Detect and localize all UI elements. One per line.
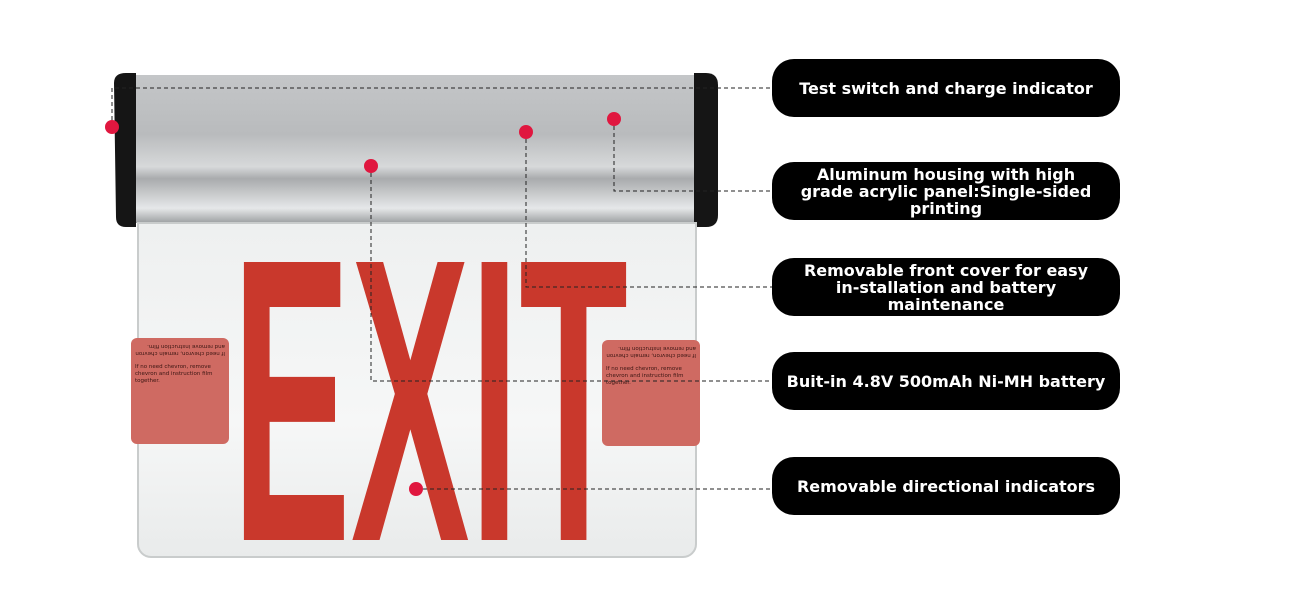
marker-dot-4: [364, 159, 378, 173]
marker-dot-1: [105, 120, 119, 134]
callout-label-test-switch: Test switch and charge indicator: [772, 59, 1120, 117]
callout-text: Aluminum housing with high grade acrylic…: [800, 164, 1092, 218]
callout-text: Removable directional indicators: [796, 476, 1096, 496]
callout-label-housing: Aluminum housing with high grade acrylic…: [772, 162, 1120, 220]
callout-text: Buit-in 4.8V 500mAh Ni-MH battery: [786, 371, 1106, 391]
chevron-text: If no need chevron, remove chevron and i…: [606, 366, 684, 386]
marker-dot-3: [519, 125, 533, 139]
callout-label-directional-indicators: Removable directional indicators: [772, 457, 1120, 515]
sign-text: EXIT: [232, 174, 628, 614]
callout-text: Test switch and charge indicator: [799, 78, 1093, 98]
marker-dot-2: [607, 112, 621, 126]
leader-line-2: [613, 119, 772, 192]
marker-dot-5: [409, 482, 423, 496]
leader-line-3: [525, 132, 772, 288]
callout-label-front-cover: Removable front cover for easy in-stalla…: [772, 258, 1120, 316]
right-directional-chevron: If need chevron, remain chevron and remo…: [602, 340, 700, 446]
leader-line-1: [111, 87, 772, 127]
leader-line-4: [370, 166, 772, 382]
aluminum-housing: [114, 73, 718, 227]
callout-text: Removable front cover for easy in-stalla…: [803, 260, 1089, 314]
acrylic-panel: If need chevron, remain chevron and remo…: [131, 222, 700, 558]
callout-label-battery: Buit-in 4.8V 500mAh Ni-MH battery: [772, 352, 1120, 410]
left-directional-chevron: If need chevron, remain chevron and remo…: [131, 338, 229, 444]
chevron-text: If no need chevron, remove chevron and i…: [135, 364, 213, 384]
